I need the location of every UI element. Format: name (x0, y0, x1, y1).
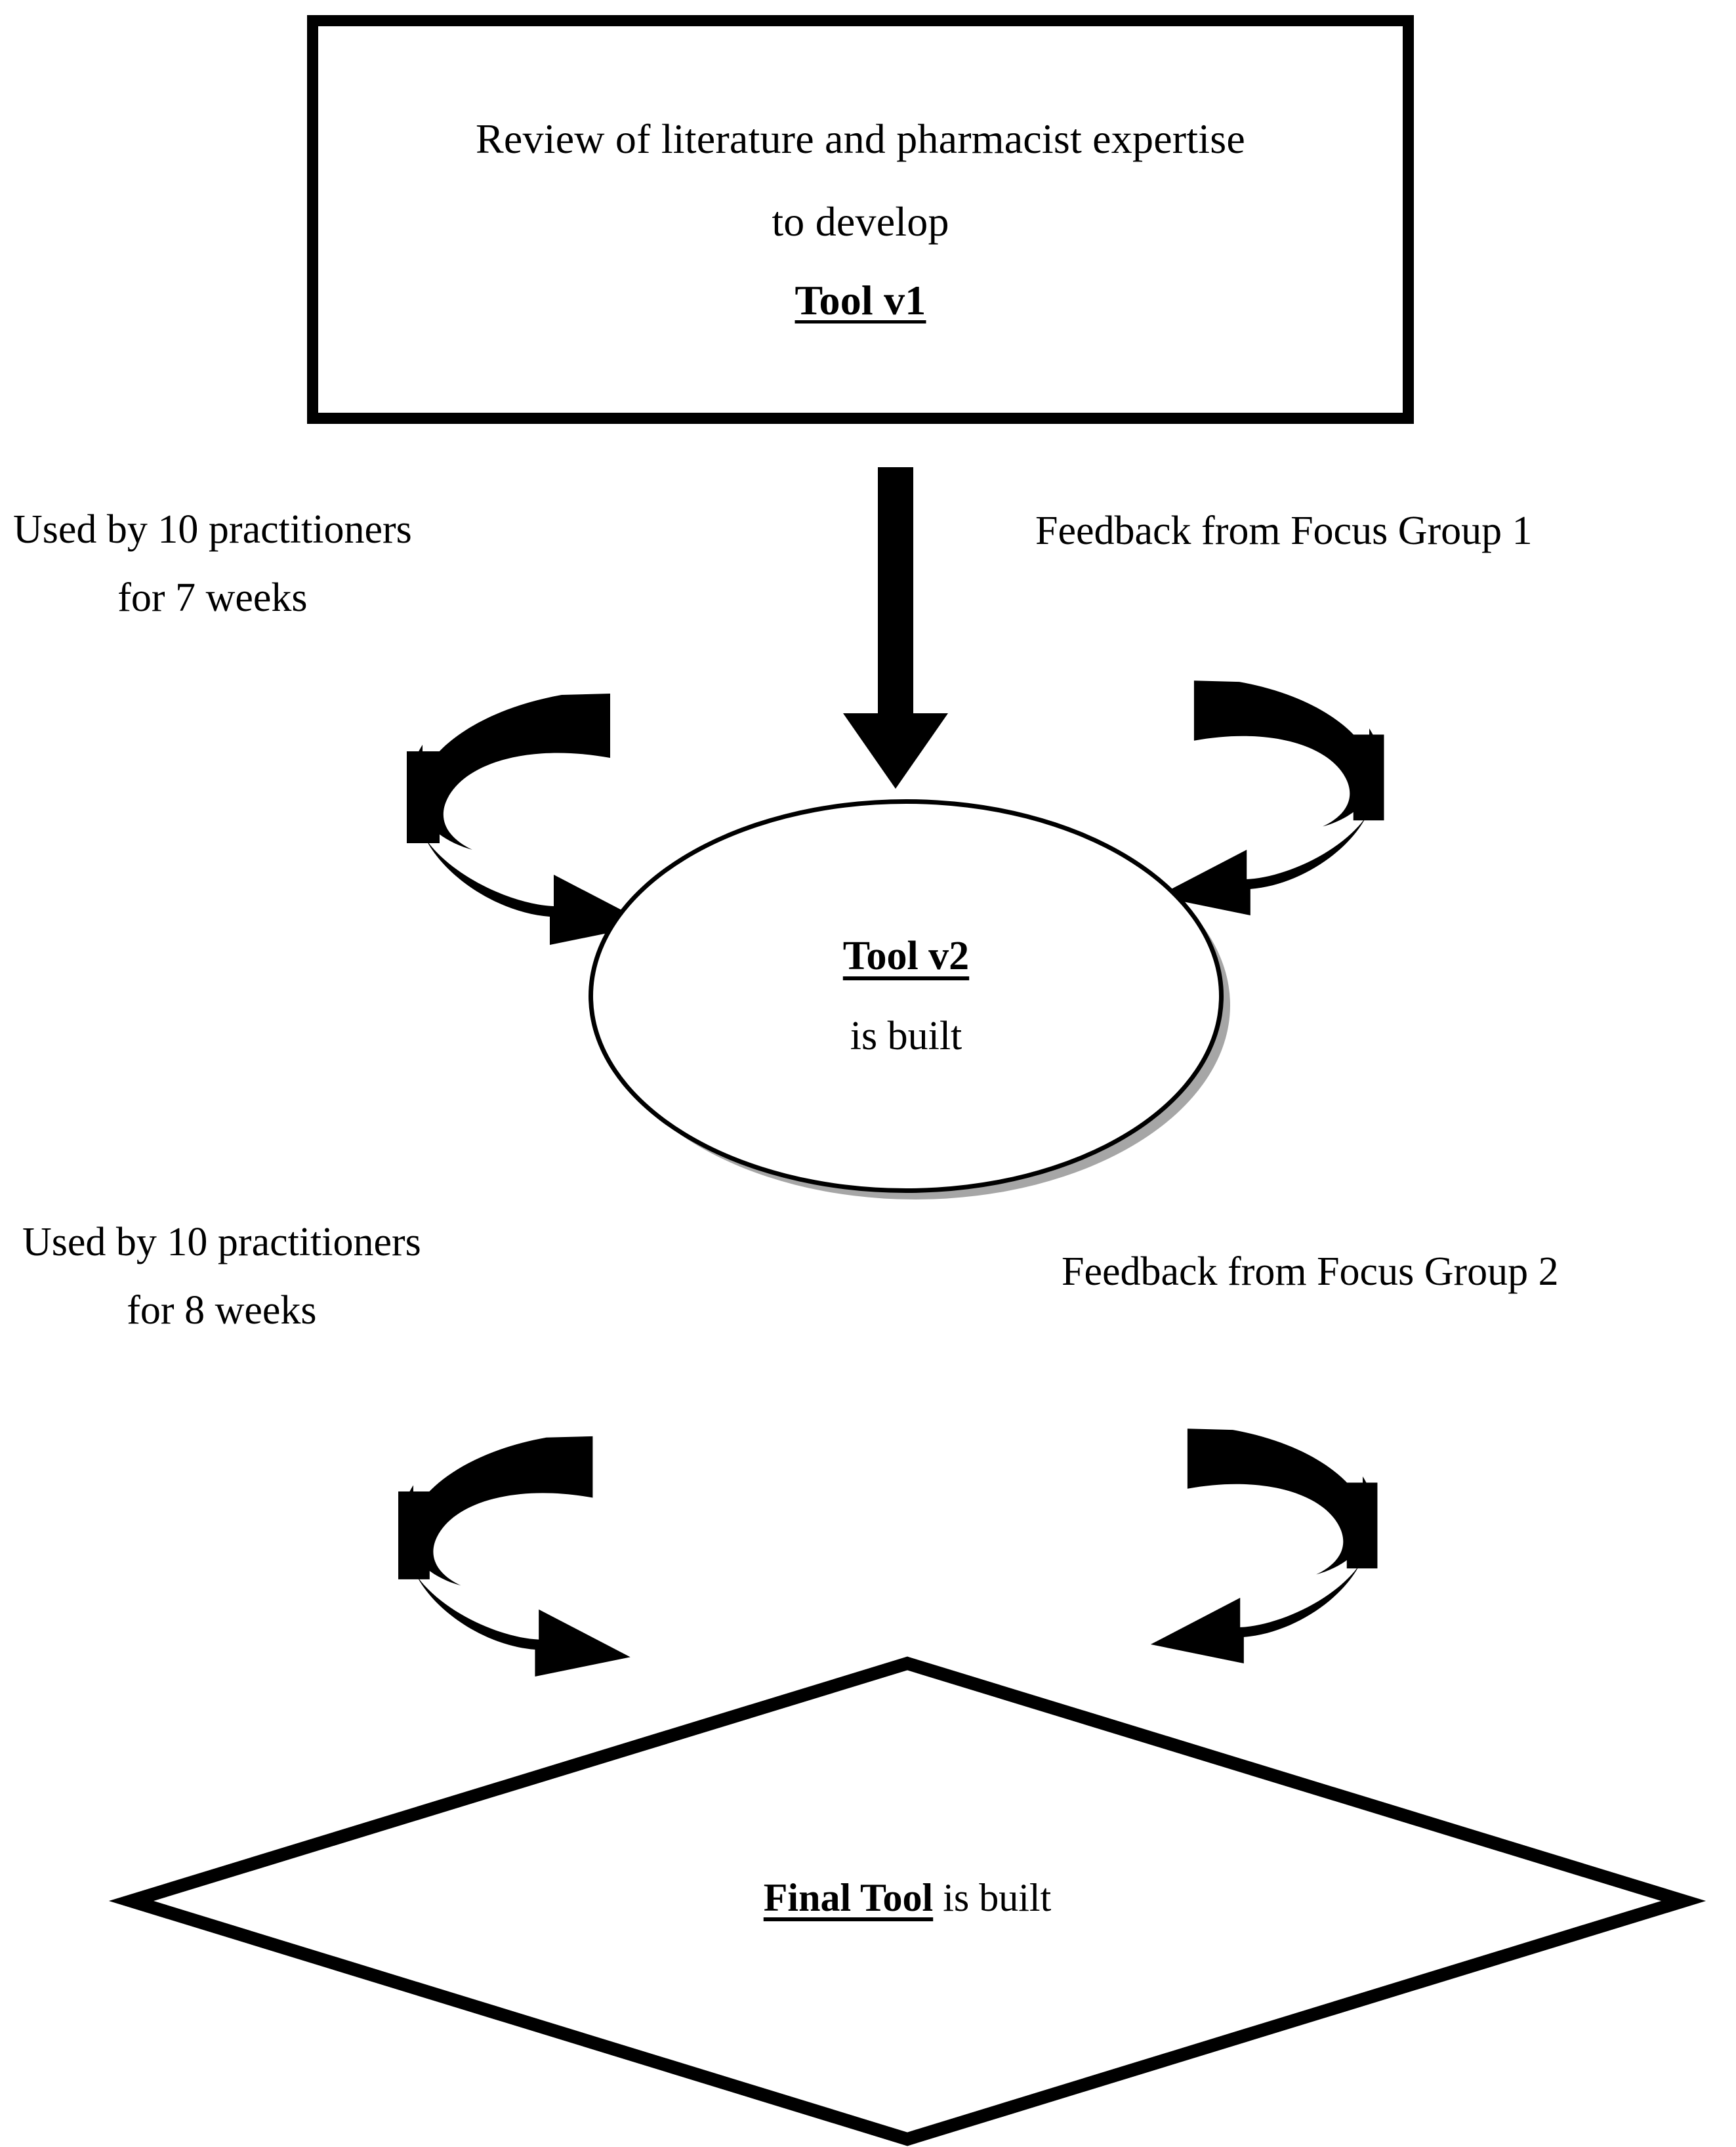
label-left-top: Used by 10 practitioners for 7 weeks (13, 509, 412, 618)
start-box-line-2: to develop (772, 198, 949, 245)
label-right-bottom: Feedback from Focus Group 2 (1062, 1251, 1559, 1292)
label-left-bottom: Used by 10 practitioners for 8 weeks (22, 1222, 421, 1331)
label-left-top-line-1: Used by 10 practitioners (13, 507, 412, 552)
label-right-bottom-line-1: Feedback from Focus Group 2 (1062, 1249, 1559, 1294)
label-right-top-line-1: Feedback from Focus Group 1 (1035, 509, 1533, 553)
tool-v2-ellipse: Tool v2 is built (589, 799, 1224, 1193)
diamond-label-rest: is built (933, 1876, 1052, 1919)
label-left-bottom-line-1: Used by 10 practitioners (22, 1220, 421, 1264)
diamond-label: Final Tool is built (125, 1878, 1690, 1917)
start-process-box: Review of literature and pharmacist expe… (307, 15, 1414, 424)
circular-arrow-left-bottom-icon (351, 1391, 646, 1677)
ellipse-status-text: is built (850, 1014, 962, 1058)
label-left-bottom-line-2: for 8 weeks (127, 1288, 317, 1333)
start-box-tool-version: Tool v1 (795, 276, 926, 323)
circular-arrow-right-bottom-icon (1138, 1385, 1420, 1663)
ellipse-tool-version: Tool v2 (842, 934, 970, 978)
label-left-top-line-2: for 7 weeks (117, 575, 308, 620)
final-tool-diamond: Final Tool is built (108, 1656, 1706, 2146)
circular-arrow-left-top-icon (374, 646, 650, 945)
diamond-label-bold: Final Tool (763, 1876, 934, 1919)
label-right-top: Feedback from Focus Group 1 (1035, 511, 1533, 551)
start-box-line-1: Review of literature and pharmacist expe… (476, 115, 1245, 162)
circular-arrow-right-top-icon (1148, 636, 1424, 915)
down-arrow-icon (843, 467, 948, 789)
